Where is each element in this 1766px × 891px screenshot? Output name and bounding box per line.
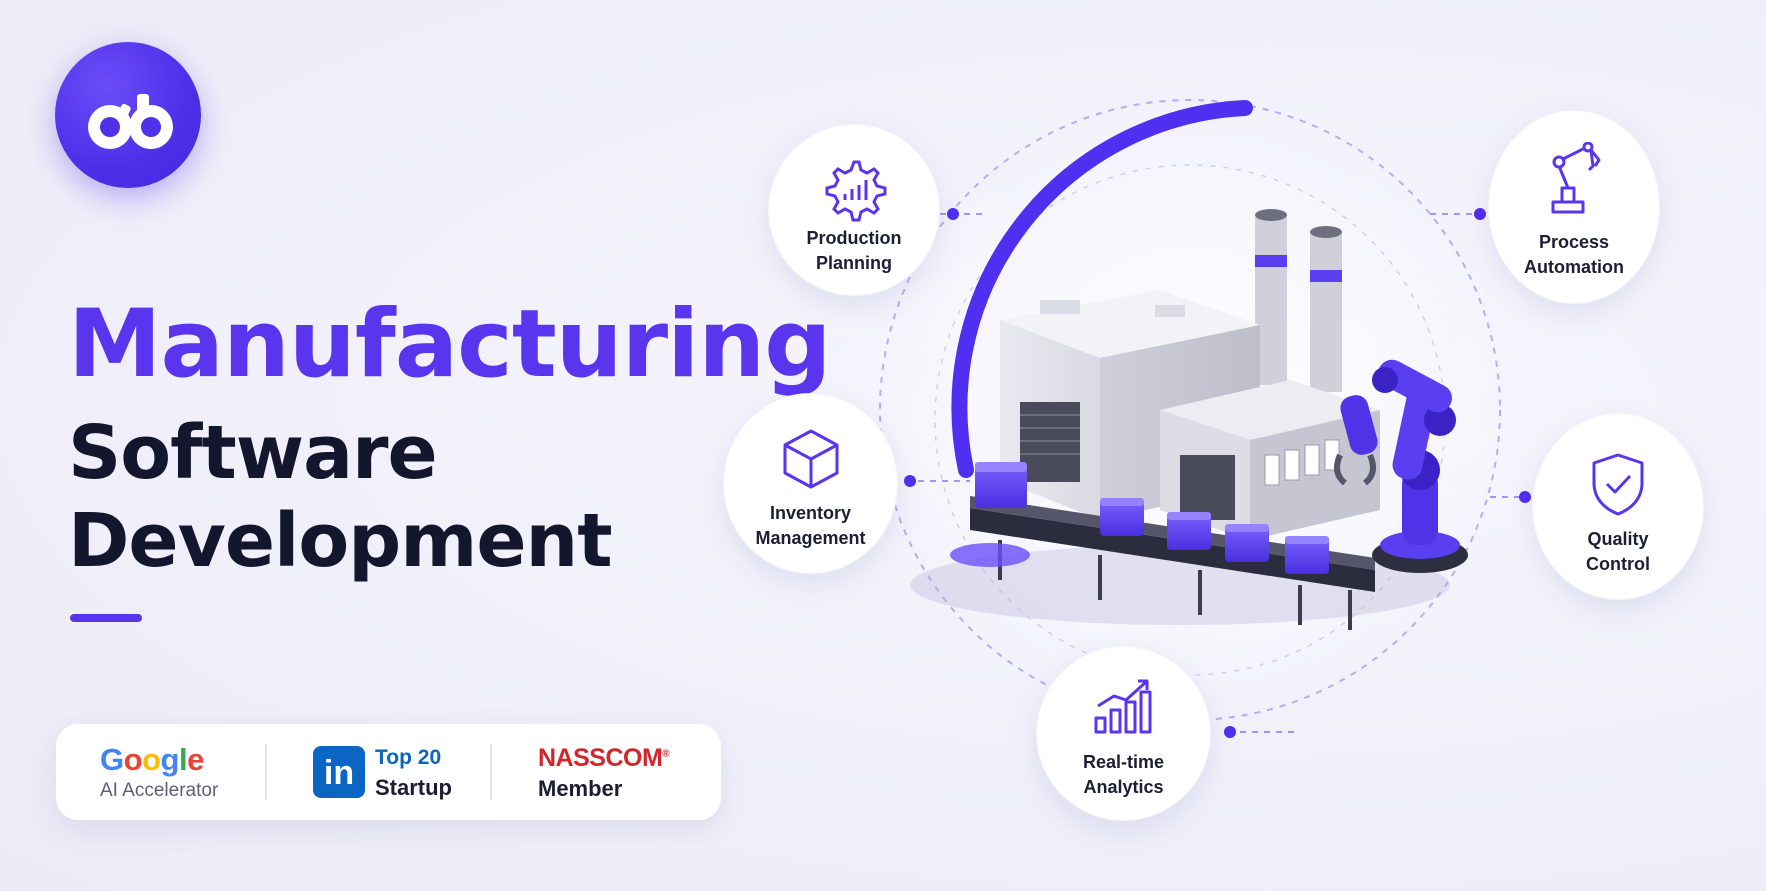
credentials-bar: Google AI Accelerator in Top 20 Startup …: [56, 724, 721, 820]
linkedin-badge: in Top 20 Startup: [313, 724, 483, 820]
box-icon: [783, 429, 838, 489]
headline-line-3: Development: [68, 498, 613, 584]
progress-arc: [951, 100, 1253, 478]
logo-monogram-icon: [88, 94, 173, 149]
google-wordmark: Google: [100, 742, 204, 777]
linkedin-badge-sub: Startup: [375, 775, 452, 800]
bar-chart-trend-icon: [1094, 679, 1151, 734]
factory-building: [1000, 290, 1380, 540]
shield-check-icon: [1592, 453, 1644, 516]
linkedin-icon: in: [313, 746, 365, 798]
gear-chart-icon: [825, 160, 887, 222]
nasscom-badge-sub: Member: [538, 776, 623, 801]
nasscom-badge: NASSCOM® Member: [538, 724, 708, 820]
headline-line-2: Software: [68, 410, 438, 496]
company-logo[interactable]: [55, 42, 201, 188]
robot-arm-icon: [1551, 142, 1601, 214]
robot-arm: [1333, 359, 1468, 573]
divider: [490, 744, 492, 800]
page-title: Manufacturing Software Development: [68, 290, 831, 584]
chimneys: [1255, 209, 1342, 392]
linkedin-badge-top: Top 20: [375, 746, 442, 769]
google-badge-sub: AI Accelerator: [100, 780, 219, 801]
divider: [265, 744, 267, 800]
nasscom-wordmark: NASSCOM®: [538, 744, 670, 772]
boxes: [975, 462, 1329, 574]
headline-line-1: Manufacturing: [68, 290, 831, 399]
accent-bar: [70, 614, 142, 622]
